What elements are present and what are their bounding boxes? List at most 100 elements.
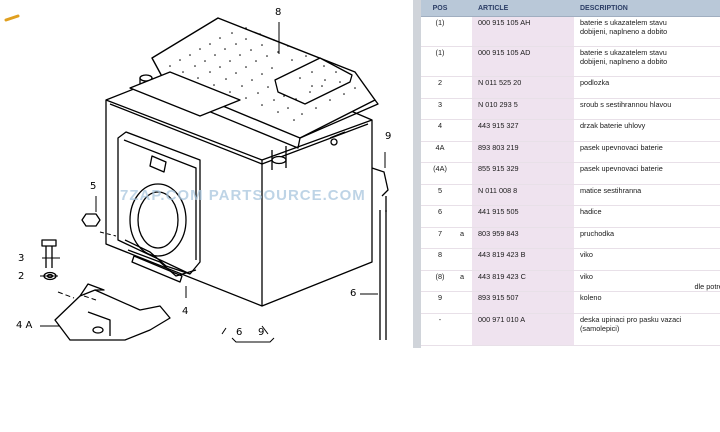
cell-description-text: deska upinaci pro pasku vazaci: [580, 314, 682, 324]
cell-flag: [459, 313, 472, 346]
cell-flag: [459, 16, 472, 47]
cell-article-text: 803 959 843: [478, 228, 519, 238]
callout-9-bottom: 9: [258, 327, 265, 338]
cell-article-text: 443 819 423 C: [478, 271, 526, 281]
cell-description-text: baterie s ukazatelem stavu: [580, 18, 667, 27]
battery-exploded-drawing: [4, 14, 389, 343]
cell-pos-text: 5: [437, 185, 443, 195]
cell-article-text: 443 915 327: [478, 121, 519, 130]
cell-article: N 010 293 5: [472, 98, 574, 120]
callout-4: 4: [182, 306, 189, 317]
cell-flag: [459, 184, 472, 206]
cell-article: 000 915 105 AH: [472, 16, 574, 47]
cell-pos-text: 7: [437, 228, 443, 238]
cell-pos: -: [421, 313, 459, 346]
cell-flag: a: [459, 270, 472, 292]
cell-flag: [459, 248, 472, 271]
cell-article-text: 000 915 105 AD: [478, 48, 531, 57]
cell-description: deska upinaci pro pasku vazaci(samolepic…: [574, 313, 720, 346]
cell-article: 000 915 105 AD: [472, 46, 574, 77]
cell-pos: 3: [421, 98, 459, 120]
callout-4a: 4 A: [16, 320, 33, 331]
cell-description: viko: [574, 248, 720, 271]
panel-divider: [413, 0, 421, 348]
callout-6-bottom: 6: [236, 327, 243, 338]
cell-flag: [459, 141, 472, 163]
table-row[interactable]: 7 a 803 959 843 pruchodka: [421, 227, 720, 249]
cell-description: hadice: [574, 205, 720, 228]
cell-note: dle potreby zarovern: [694, 281, 720, 291]
cell-description: matice sestihranna: [574, 184, 720, 206]
header-article: ARTICLE: [472, 0, 574, 17]
cell-pos: (1): [421, 16, 459, 47]
cell-description-text: viko: [580, 271, 593, 281]
cell-description: pruchodka: [574, 227, 720, 249]
cell-pos-text: (8): [435, 271, 445, 281]
cell-description-text: podlozka: [580, 78, 610, 87]
table-row[interactable]: 4A 893 803 219 pasek upevnovaci baterie: [421, 141, 720, 163]
cell-description: pasek upevnovaci baterie: [574, 141, 720, 163]
table-row[interactable]: 2 N 011 525 20 podlozka: [421, 76, 720, 99]
parts-table: POS ARTICLE DESCRIPTION (1) 000 915 105 A…: [421, 0, 720, 346]
callout-2: 2: [18, 271, 25, 282]
header-description: DESCRIPTION: [574, 0, 720, 17]
table-row[interactable]: 3 N 010 293 5 sroub s sestihrannou hlavou: [421, 98, 720, 120]
cell-article: 893 803 219: [472, 141, 574, 163]
cell-article: 855 915 329: [472, 162, 574, 185]
callout-8: 8: [275, 7, 282, 18]
cell-article: 441 915 505: [472, 205, 574, 228]
cell-article: 443 915 327: [472, 119, 574, 142]
parts-table-panel: POS ARTICLE DESCRIPTION (1) 000 915 105 A…: [421, 0, 720, 348]
cell-pos-text: 4: [437, 121, 443, 130]
callout-3: 3: [18, 253, 25, 264]
cell-flag-text: a: [460, 228, 465, 238]
cell-pos-text: 2: [437, 78, 443, 87]
header-pos: POS: [421, 0, 459, 17]
cell-pos-text: 8: [437, 250, 443, 259]
parts-diagram: 8 9 5 3 2 4 A 4 6 6 9 7ZAP.COM PARTSOURC…: [0, 0, 412, 348]
cell-pos-text: 4A: [435, 142, 445, 152]
cell-pos-text: 9: [437, 293, 443, 302]
cell-article-text: N 010 293 5: [478, 99, 518, 109]
cell-description-text: sroub s sestihrannou hlavou: [580, 99, 672, 109]
callout-6-right: 6: [350, 288, 357, 299]
cell-article: 443 819 423 C: [472, 270, 574, 292]
cell-pos: 5: [421, 184, 459, 206]
cell-pos-text: 6: [437, 207, 443, 216]
cell-pos: 8: [421, 248, 459, 271]
cell-pos: 9: [421, 291, 459, 314]
cell-pos: (8): [421, 270, 459, 292]
cell-flag: [459, 119, 472, 142]
cell-article-text: 893 915 507: [478, 293, 519, 302]
cell-pos: (4A): [421, 162, 459, 185]
cell-pos-text: (1): [435, 48, 445, 57]
cell-flag: [459, 98, 472, 120]
cell-description-text: pasek upevnovaci baterie: [580, 142, 663, 152]
table-row[interactable]: (1) 000 915 105 AH baterie s ukazatelem st…: [421, 16, 720, 47]
table-row[interactable]: (1) 000 915 105 AD baterie s ukazatelem st…: [421, 46, 720, 77]
cell-article-text: N 011 525 20: [478, 78, 522, 87]
cell-article-text: 000 915 105 AH: [478, 18, 531, 27]
cell-pos: 4A: [421, 141, 459, 163]
cell-description-line2: dobijeni, naplneno a dobito: [580, 27, 668, 36]
cell-pos: 2: [421, 76, 459, 99]
cell-article: 443 819 423 B: [472, 248, 574, 271]
cell-flag: [459, 205, 472, 228]
cell-flag: [459, 46, 472, 77]
cell-pos: 4: [421, 119, 459, 142]
cell-article: 803 959 843: [472, 227, 574, 249]
table-row[interactable]: (8) a 443 819 423 C viko dle potreby zarover…: [421, 270, 720, 292]
header-flag: [459, 0, 472, 17]
cell-description-text: baterie s ukazatelem stavu: [580, 48, 667, 57]
cell-description: podlozka: [574, 76, 720, 99]
watermark: 7ZAP.COM PARTSOURCE.COM: [120, 187, 366, 204]
cell-article-text: 855 915 329: [478, 164, 519, 173]
